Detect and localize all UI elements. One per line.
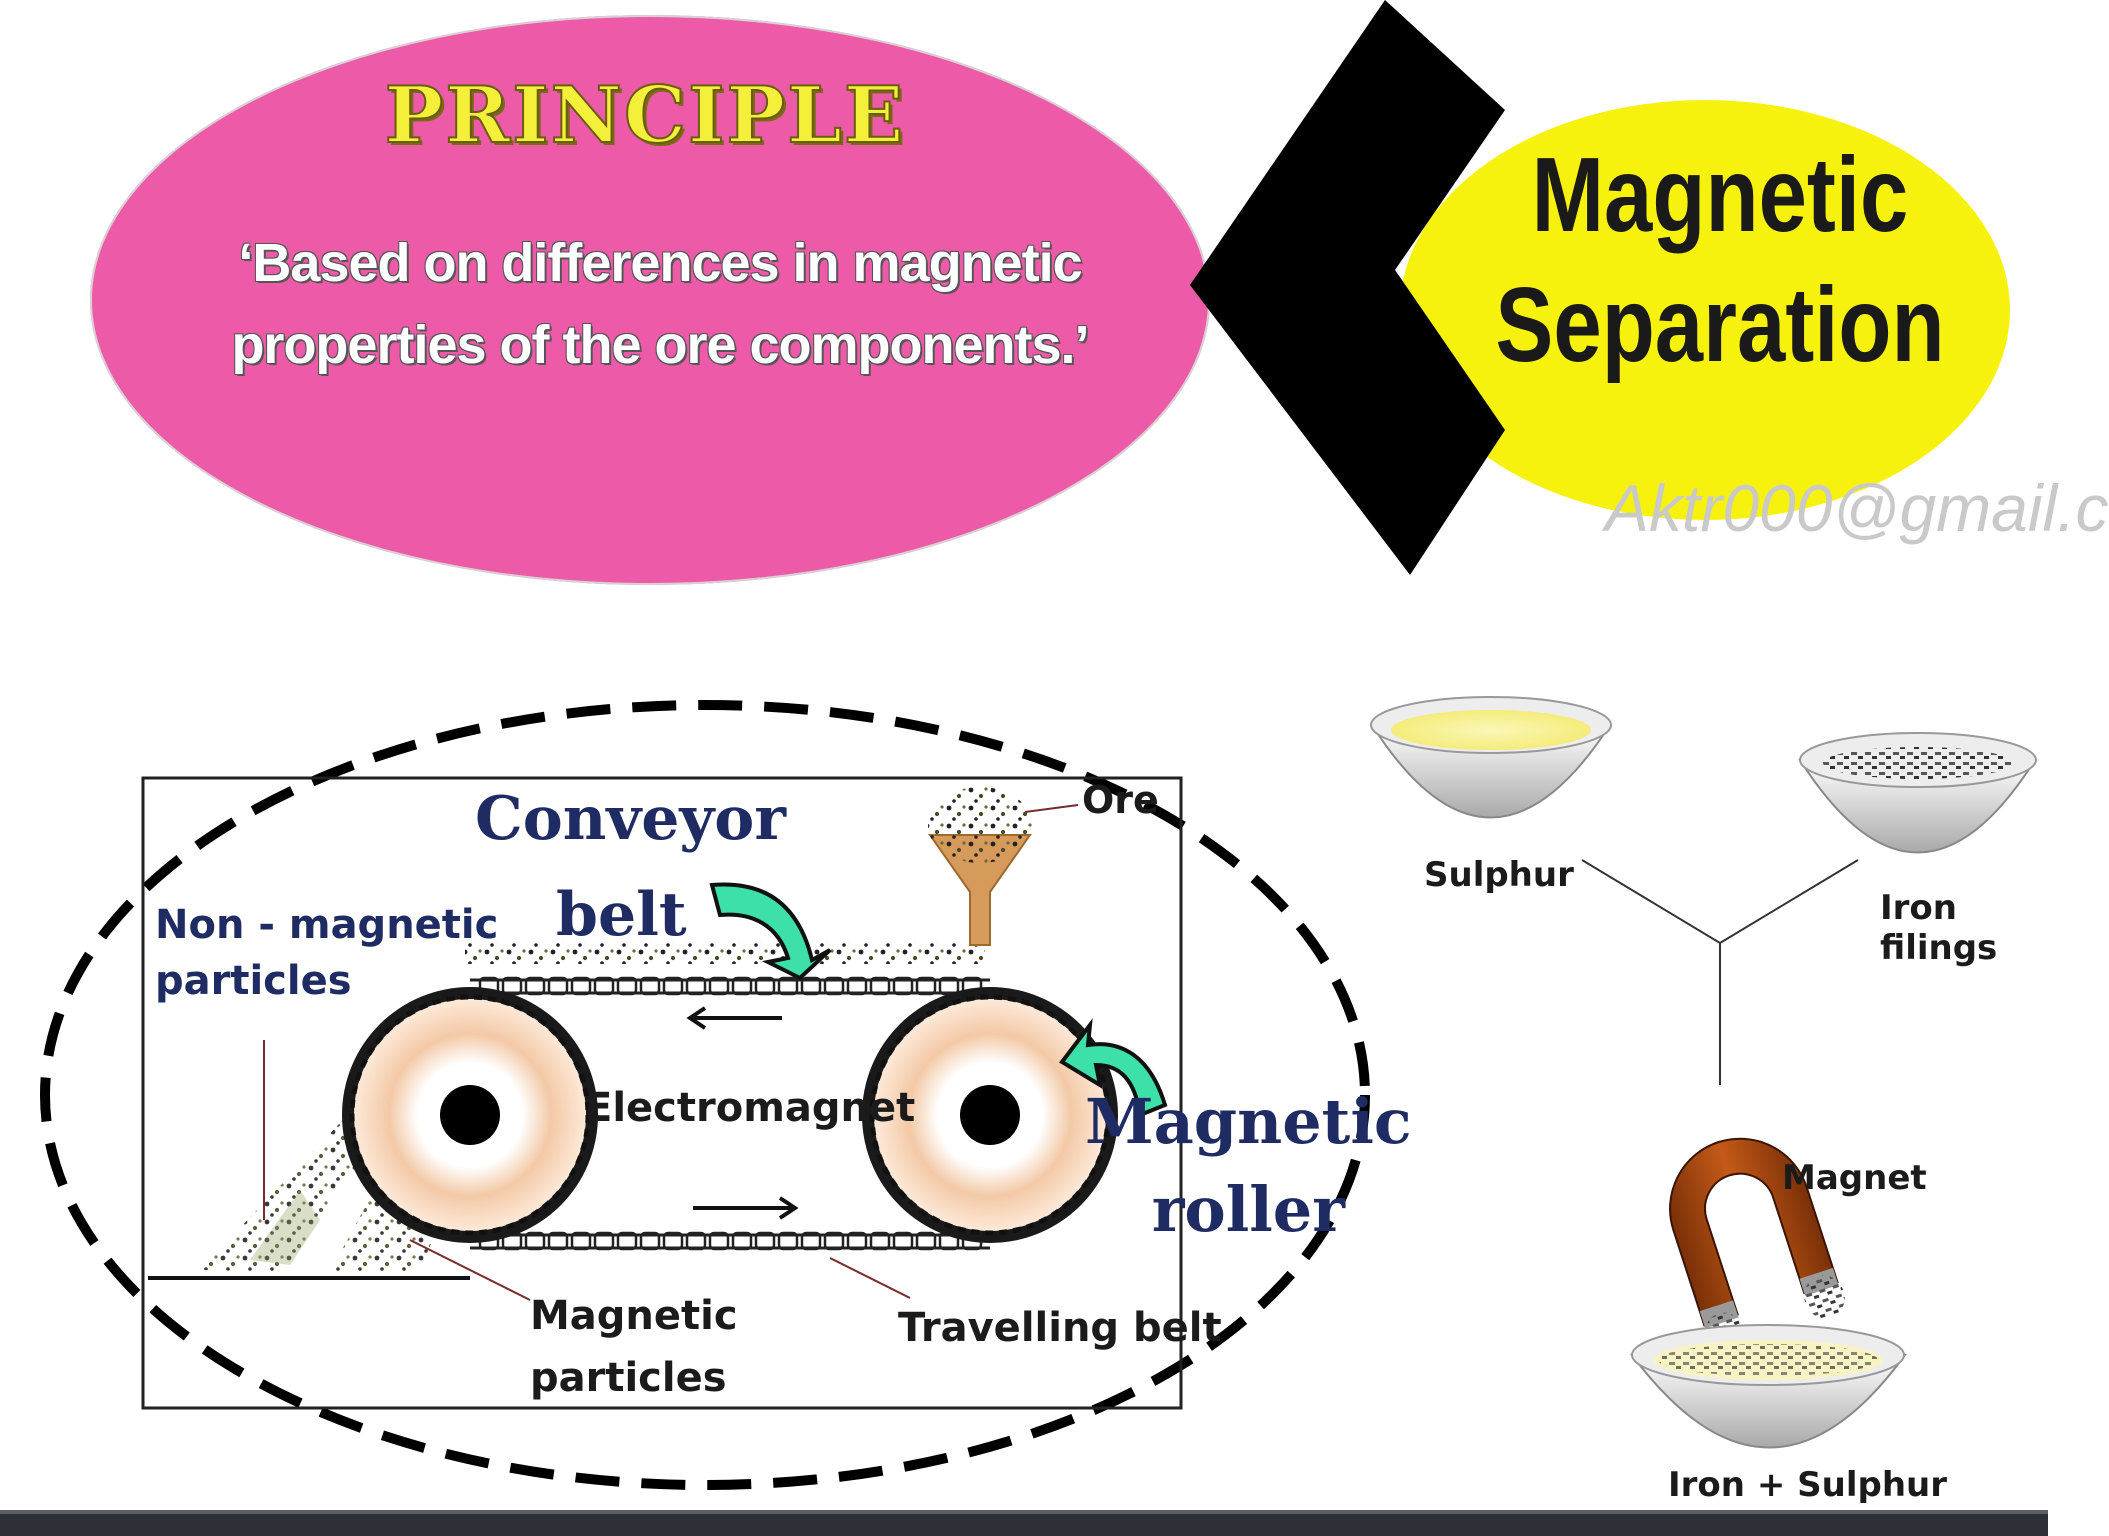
label-magnetic-particles-line-2: particles [530,1355,727,1401]
topic-oval [1400,100,2010,520]
topic-line-1: Magnetic [1531,136,1909,254]
principle-oval [90,15,1210,585]
roller-green-arrow [1059,1018,1168,1118]
topic-title: Magnetic Separation [1490,130,1949,390]
label-iron-filings: Iron filings [1880,888,1998,968]
label-magnetic-particles-line-1: Magnetic [530,1293,738,1339]
bottom-belt [470,1231,990,1251]
funnel-icon [928,787,1032,946]
iron-sulphur-experiment [1370,696,2037,1449]
principle-line-1: ‘Based on differences in magnetic [238,233,1082,293]
label-belt: belt [556,880,687,950]
top-belt [470,976,990,996]
label-magnetic-roller-line-1: Magnetic [1085,1085,1412,1158]
conveyor-diagram [40,700,1370,1490]
bottom-bar [0,1514,2048,1536]
label-conveyor: Conveyor [475,784,786,854]
ore-pointer [1024,804,1079,813]
principle-title: PRINCIPLE [384,69,906,162]
belt-direction-left-arrow [686,1006,782,1030]
label-non-magnetic-line-1: Non - magnetic [155,902,499,948]
label-magnetic-roller: Magnetic roller [1085,1078,1412,1254]
principle-statement: ‘Based on differences in magnetic proper… [220,222,1100,386]
bottom-bar-edge [0,1510,2048,1514]
sulphur-bowl [1370,696,1612,819]
right-roller [862,987,1118,1243]
ore-on-belt [465,942,985,964]
label-magnet: Magnet [1782,1158,1927,1198]
dashed-outline [40,700,1370,1490]
label-magnetic-particles: Magnetic particles [530,1285,738,1409]
label-travelling-belt: Travelling belt [898,1305,1222,1351]
mixture-bowl [1630,1324,1907,1449]
label-electromagnet: Electromagnet [585,1085,916,1131]
belt-direction-right-arrow [693,1196,799,1220]
principle-line-2: properties of the ore components.’ [231,315,1089,375]
left-roller [342,987,598,1243]
green-tint [250,1190,320,1265]
label-sulphur: Sulphur [1424,855,1574,895]
label-ore: Ore [1082,778,1159,822]
magnetic-pointer [409,1239,531,1301]
iron-filings-bowl [1798,732,2037,854]
diagram-box [141,776,1183,1410]
label-iron-sulphur: Iron + Sulphur [1668,1465,1948,1505]
label-non-magnetic-line-2: particles [155,958,352,1004]
label-non-magnetic: Non - magnetic particles [155,902,498,1004]
travelling-belt-pointer [829,1257,911,1299]
conveyor-green-arrow [709,882,832,981]
label-magnetic-roller-line-2: roller [1151,1173,1345,1246]
watermark-email: Aktr000@gmail.c [1605,471,2109,545]
connector-lines [1581,859,1859,1085]
chevron-arrow-icon [1190,0,1505,575]
topic-line-2: Separation [1495,266,1945,384]
